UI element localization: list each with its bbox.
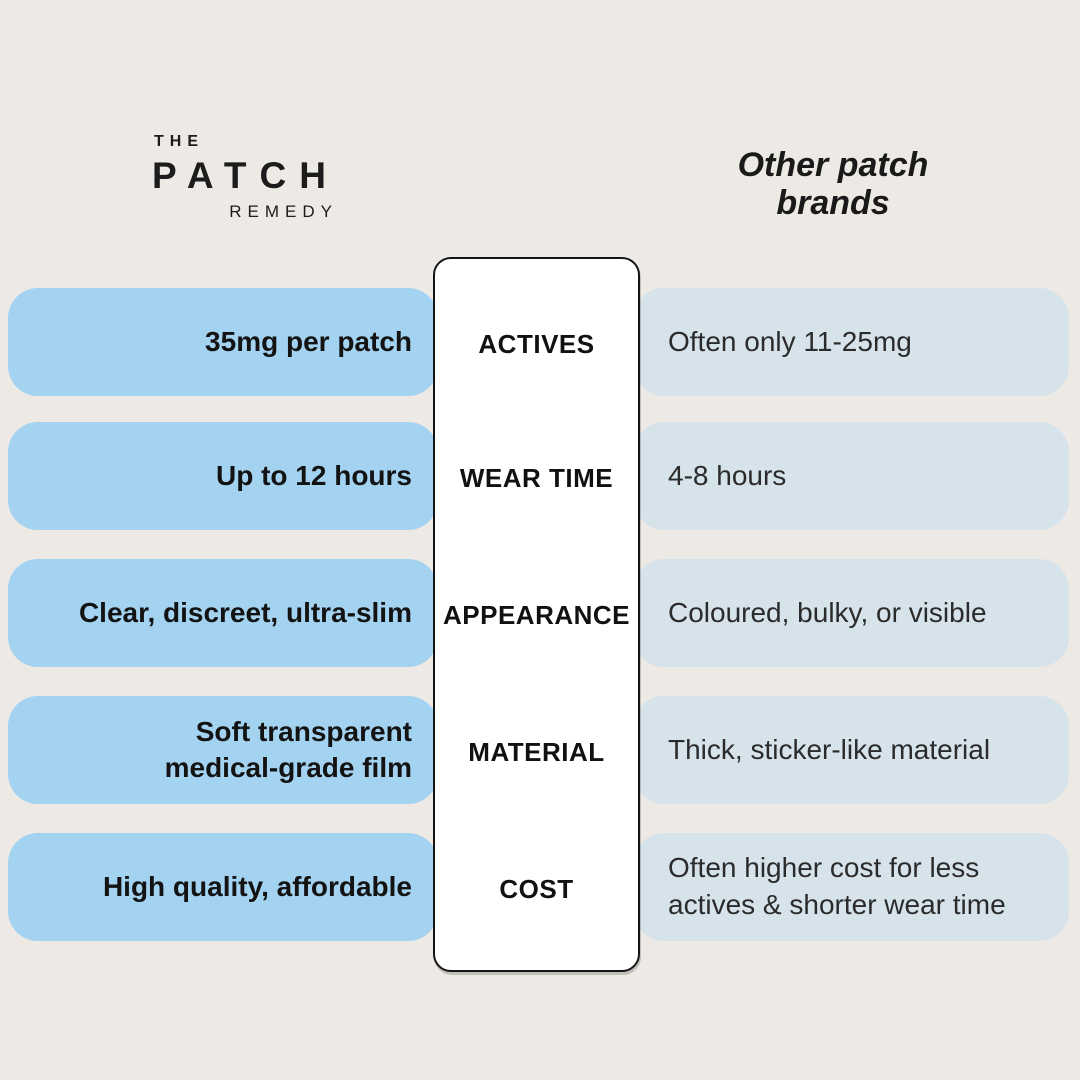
brand-logo-top-line: THE — [154, 133, 204, 150]
theirs-claim-actives: Often only 11-25mg — [634, 288, 1069, 396]
ours-claim-actives: 35mg per patch — [8, 288, 438, 396]
theirs-claim-cost: Often higher cost for less actives & sho… — [634, 833, 1069, 941]
competitor-column-header: Other patch brands — [737, 146, 929, 223]
brand-logo-bottom-line: REMEDY — [229, 202, 338, 221]
category-panel: ACTIVES WEAR TIME APPEARANCE MATERIAL CO… — [433, 257, 640, 972]
category-label-material: MATERIAL — [468, 737, 605, 767]
ours-claim-material: Soft transparent medical-grade film — [8, 696, 438, 804]
category-label-cost: COST — [499, 874, 574, 904]
ours-claim-wear-time: Up to 12 hours — [8, 422, 438, 530]
brand-logo-main-line: PATCH — [152, 155, 339, 196]
category-label-wear-time: WEAR TIME — [459, 463, 614, 493]
theirs-claim-appearance: Coloured, bulky, or visible — [634, 559, 1069, 667]
ours-claim-appearance: Clear, discreet, ultra-slim — [8, 559, 438, 667]
brand-logo: THE PATCH REMEDY — [152, 133, 339, 221]
theirs-claim-wear-time: 4-8 hours — [634, 422, 1069, 530]
ours-claim-cost: High quality, affordable — [8, 833, 438, 941]
theirs-claim-material: Thick, sticker-like material — [634, 696, 1069, 804]
category-label-appearance: APPEARANCE — [442, 600, 631, 630]
category-label-actives: ACTIVES — [478, 329, 595, 359]
